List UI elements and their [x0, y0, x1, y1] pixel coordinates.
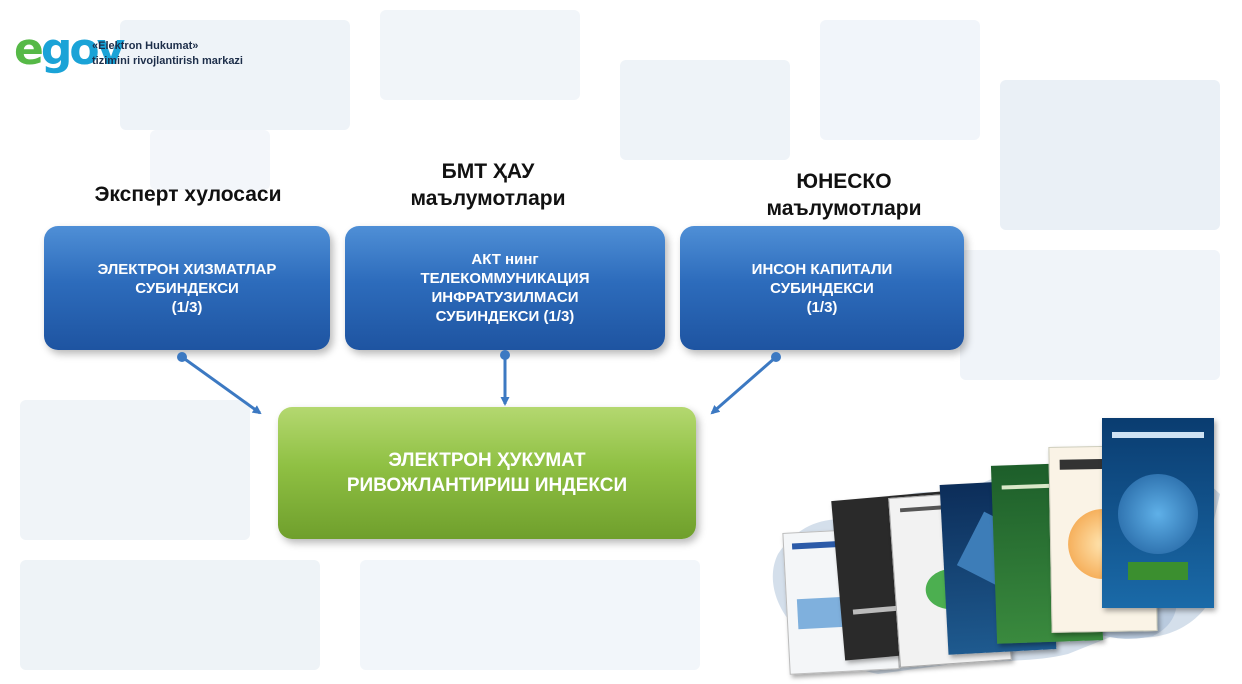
background-tile	[620, 60, 790, 160]
heading-line: маълумотлари	[766, 197, 922, 220]
logo-mark: egov	[14, 24, 125, 75]
box-line: ЭЛЕКТРОН ХИЗМАТЛАР	[97, 260, 277, 278]
box-line: ЭЛЕКТРОН ҲУКУМАТ	[388, 450, 586, 471]
box-line: СУБИНДЕКСИ	[135, 279, 239, 297]
background-tile	[20, 400, 250, 540]
box-human-capital-subindex: ИНСОН КАПИТАЛИ СУБИНДЕКСИ (1/3)	[680, 226, 964, 350]
heading-un-data: БМТ ҲАУ маълумотлари	[378, 158, 598, 212]
heading-line: Эксперт хулосаси	[94, 183, 282, 206]
background-tile	[1000, 80, 1220, 230]
heading-line: маълумотлари	[410, 187, 566, 210]
arrow-center-to-result	[500, 350, 510, 406]
background-tile	[820, 20, 980, 140]
heading-line: БМТ ҲАУ	[441, 160, 535, 183]
box-line: (1/3)	[806, 298, 838, 316]
box-telecom-subindex: АКТ нинг ТЕЛЕКОММУНИКАЦИЯ ИНФРАТУЗИЛМАСИ…	[345, 226, 665, 350]
report-covers-illustration	[768, 404, 1228, 680]
box-line: АКТ нинг	[471, 251, 539, 268]
background-tile	[20, 560, 320, 670]
heading-unesco-data: ЮНЕСКО маълумотлари	[726, 168, 962, 222]
box-line: ИНСОН КАПИТАЛИ	[751, 260, 893, 278]
logo-caption-line2: tizimini rivojlantirish markazi	[92, 55, 243, 67]
arrow-left-to-result	[177, 352, 262, 415]
box-egov-development-index: ЭЛЕКТРОН ҲУКУМАТ РИВОЖЛАНТИРИШ ИНДЕКСИ	[278, 407, 696, 539]
box-line: ТЕЛЕКОММУНИКАЦИЯ	[420, 270, 590, 287]
background-tile	[150, 130, 270, 190]
report-cover	[1102, 418, 1214, 608]
logo-caption-line1: «Elektron Hukumat»	[92, 40, 199, 52]
background-tile	[960, 250, 1220, 380]
box-line: (1/3)	[171, 298, 203, 316]
box-line: СУБИНДЕКСИ (1/3)	[435, 308, 575, 325]
background-tile	[120, 20, 350, 130]
box-line: СУБИНДЕКСИ	[770, 279, 874, 297]
heading-line: ЮНЕСКО	[796, 170, 892, 193]
background-tile	[360, 560, 700, 670]
box-line: ИНФРАТУЗИЛМАСИ	[431, 289, 579, 306]
box-line: РИВОЖЛАНТИРИШ ИНДЕКСИ	[346, 475, 628, 496]
background-tile	[380, 10, 580, 100]
arrow-right-to-result	[710, 352, 781, 415]
box-e-services-subindex: ЭЛЕКТРОН ХИЗМАТЛАР СУБИНДЕКСИ (1/3)	[44, 226, 330, 350]
heading-expert-conclusion: Эксперт хулосаси	[72, 181, 304, 208]
